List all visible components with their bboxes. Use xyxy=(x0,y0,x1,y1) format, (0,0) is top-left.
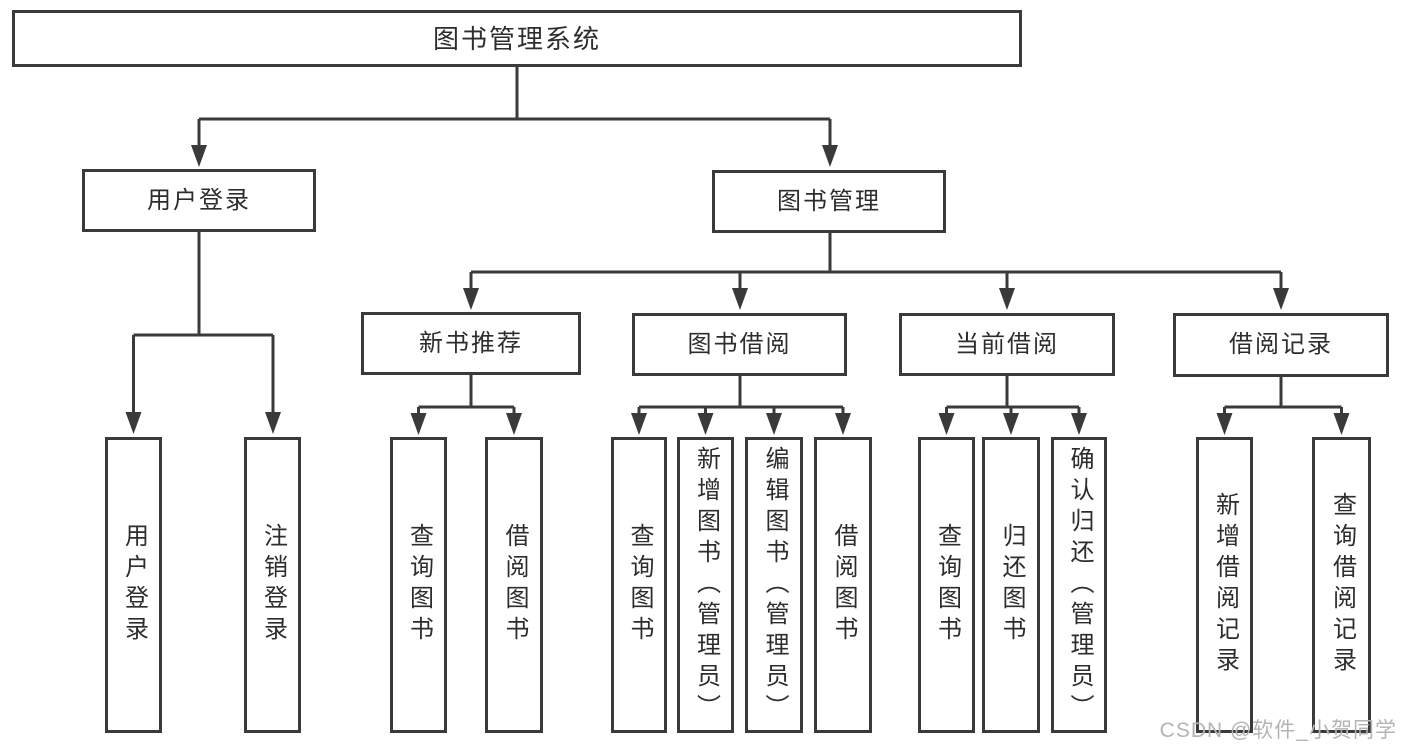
leaf-borrowing-query-books: 查询图书 xyxy=(611,437,667,733)
node-book-borrowing: 图书借阅 xyxy=(632,313,847,376)
node-current-borrowing: 当前借阅 xyxy=(899,313,1115,376)
leaf-newbook-borrow-books: 借阅图书 xyxy=(485,437,543,733)
leaf-newbook-query-books: 查询图书 xyxy=(390,437,447,733)
leaf-current-query-books: 查询图书 xyxy=(918,437,975,733)
node-user-login: 用户登录 xyxy=(82,169,316,232)
node-library-system: 图书管理系统 xyxy=(12,10,1022,67)
connector-strokes xyxy=(132,67,1343,415)
csdn-watermark: CSDN @软件_小贺同学 xyxy=(1159,719,1397,742)
leaf-records-query-borrow-record: 查询借阅记录 xyxy=(1312,437,1371,733)
node-book-management: 图书管理 xyxy=(712,170,946,233)
leaf-borrowing-borrow-books: 借阅图书 xyxy=(814,437,872,733)
node-borrowing-records: 借阅记录 xyxy=(1173,313,1389,377)
node-new-book-recommend: 新书推荐 xyxy=(361,312,581,375)
leaf-borrowing-add-books-admin: 新增图书（管理员） xyxy=(677,437,734,733)
leaf-current-confirm-return-admin: 确认归还（管理员） xyxy=(1051,437,1107,733)
leaf-borrowing-edit-books-admin: 编辑图书（管理员） xyxy=(745,437,803,733)
leaf-logout-login: 注销登录 xyxy=(244,437,301,733)
leaf-current-return-books: 归还图书 xyxy=(982,437,1040,733)
arrowheads xyxy=(125,145,1350,435)
leaf-user-login: 用户登录 xyxy=(105,437,162,733)
leaf-records-add-borrow-record: 新增借阅记录 xyxy=(1196,437,1253,733)
